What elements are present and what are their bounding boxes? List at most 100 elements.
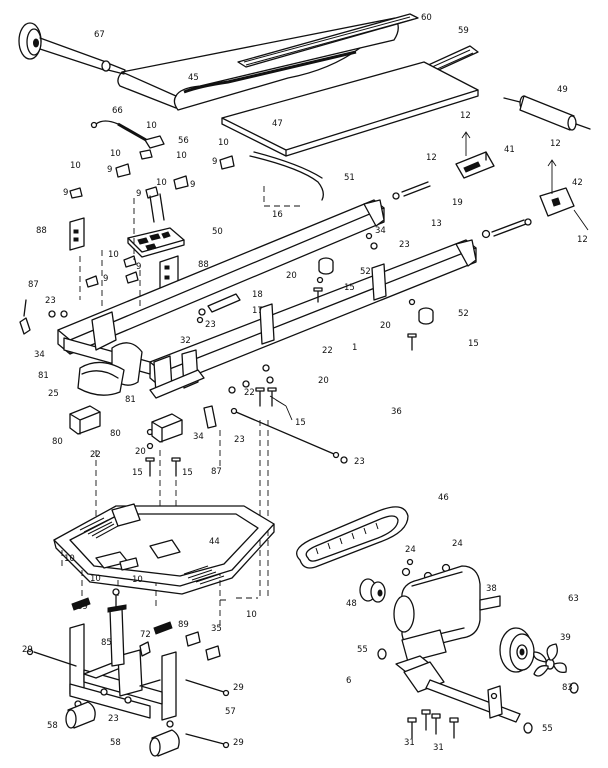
- bolt-19: [392, 181, 431, 200]
- callout-60: 60: [421, 13, 432, 23]
- bolt-29: [26, 648, 230, 749]
- callout-23a: 23: [399, 240, 410, 250]
- knob-87: [19, 299, 217, 429]
- bolt-15: [145, 287, 417, 477]
- foot-52: [318, 257, 434, 325]
- callout-10a: 10: [146, 121, 157, 131]
- callout-55a: 55: [357, 645, 368, 655]
- callout-23b: 23: [45, 296, 56, 306]
- callout-9g: 9: [103, 274, 108, 284]
- callout-15d: 15: [132, 468, 143, 478]
- callout-9d: 9: [63, 188, 68, 198]
- callout-38: 38: [486, 584, 497, 594]
- callout-10f: 10: [156, 178, 167, 188]
- callout-58b: 58: [110, 738, 121, 748]
- pulley-48: [359, 578, 386, 603]
- callout-39: 39: [560, 633, 571, 643]
- callout-9f: 9: [136, 262, 141, 272]
- washers: [48, 232, 416, 464]
- callout-81a: 81: [38, 371, 49, 381]
- callout-87b: 87: [211, 467, 222, 477]
- motor-base-44: [53, 503, 275, 595]
- callout-12a: 12: [460, 111, 471, 121]
- deck-slat-60: [237, 13, 419, 68]
- callout-10h: 10: [64, 554, 75, 564]
- callout-51: 51: [344, 173, 355, 183]
- motor-38: [393, 565, 501, 663]
- callout-67: 67: [94, 30, 105, 40]
- callout-87a: 87: [28, 280, 39, 290]
- callout-22b: 22: [244, 388, 255, 398]
- callout-85: 85: [101, 638, 112, 648]
- callout-10g: 10: [108, 250, 119, 260]
- callout-17: 17: [252, 306, 263, 316]
- bolt-31: [407, 709, 459, 739]
- callout-19: 19: [452, 198, 463, 208]
- callout-59: 59: [458, 26, 469, 36]
- callout-31a: 31: [404, 738, 415, 748]
- control-board-50: [127, 193, 185, 258]
- callout-9c: 9: [190, 180, 195, 190]
- bracket-80: [69, 405, 183, 443]
- cylinder-85: [107, 588, 127, 667]
- callout-50: 50: [212, 227, 223, 237]
- callout-9a: 9: [212, 157, 217, 167]
- callout-80b: 80: [110, 429, 121, 439]
- cable-51: [249, 151, 324, 201]
- callout-48: 48: [346, 599, 357, 609]
- callout-12d: 12: [577, 235, 588, 245]
- main-frame-1: [57, 199, 477, 399]
- callout-88a: 88: [36, 226, 47, 236]
- callout-20a: 20: [286, 271, 297, 281]
- callout-34c: 34: [193, 432, 204, 442]
- callout-23c: 23: [205, 320, 216, 330]
- callout-13: 13: [431, 219, 442, 229]
- callout-20c: 20: [318, 376, 329, 386]
- bracket-9: [69, 155, 235, 288]
- callout-41: 41: [504, 145, 515, 155]
- callout-29c: 29: [233, 738, 244, 748]
- callout-23f: 23: [108, 714, 119, 724]
- callout-83: 83: [562, 683, 573, 693]
- callout-10j: 10: [132, 575, 143, 585]
- callout-42: 42: [572, 178, 583, 188]
- callout-10d: 10: [218, 138, 229, 148]
- assembly-dashed-lines: [61, 198, 269, 630]
- callout-56: 56: [178, 136, 189, 146]
- callout-1: 1: [352, 343, 357, 353]
- callout-22a: 22: [322, 346, 333, 356]
- clip-89: [71, 597, 173, 635]
- callout-15b: 15: [468, 339, 479, 349]
- cable-66: [90, 120, 147, 142]
- callout-44: 44: [209, 537, 220, 547]
- callout-10c: 10: [176, 151, 187, 161]
- fan-39: [533, 643, 567, 677]
- callout-18: 18: [252, 290, 263, 300]
- callout-34b: 34: [34, 350, 45, 360]
- callout-10i: 10: [90, 574, 101, 584]
- callout-89b: 89: [178, 620, 189, 630]
- clip-35: [185, 631, 221, 661]
- callout-49: 49: [557, 85, 568, 95]
- callout-10k: 10: [246, 610, 257, 620]
- motor-bracket-6: [395, 655, 521, 723]
- callout-23e: 23: [354, 457, 365, 467]
- rod-36: [230, 407, 340, 459]
- callout-52a: 52: [360, 267, 371, 277]
- callout-12c: 12: [550, 139, 561, 149]
- leader-15: [269, 395, 293, 421]
- callout-22c: 22: [90, 450, 101, 460]
- callout-45: 45: [188, 73, 199, 83]
- callout-29b: 29: [233, 683, 244, 693]
- foot-58: [65, 701, 180, 757]
- callout-15e: 15: [182, 468, 193, 478]
- callout-16: 16: [272, 210, 283, 220]
- callout-35: 35: [211, 624, 222, 634]
- callout-29a: 29: [22, 645, 33, 655]
- bracket-56: [139, 135, 165, 160]
- callout-81b: 81: [125, 395, 136, 405]
- leader-16: [263, 186, 302, 207]
